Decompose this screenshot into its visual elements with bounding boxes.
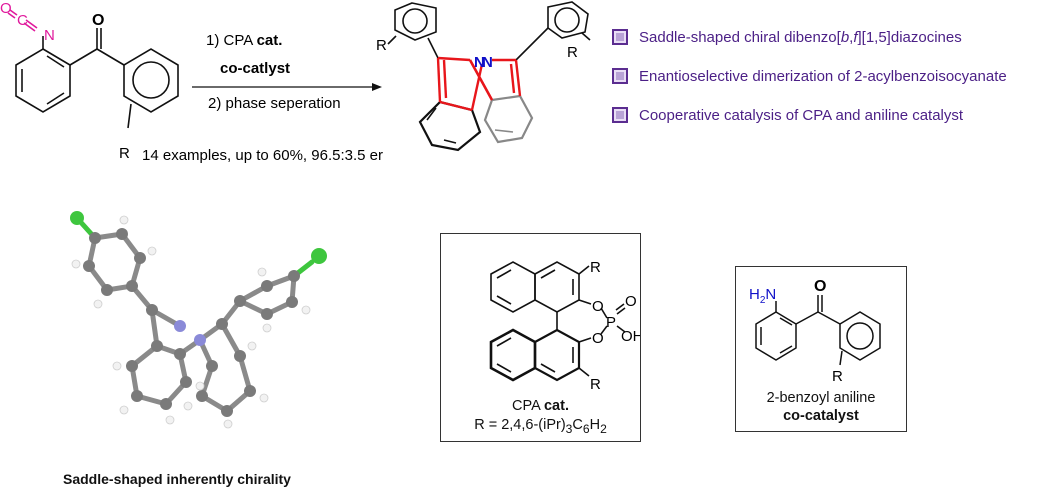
- crystal-caption: Saddle-shaped inherently chirality: [63, 471, 291, 487]
- crystal-structure-image: [62, 206, 348, 430]
- cocat-o-label: O: [814, 278, 826, 295]
- square-bullet-icon: [612, 107, 628, 123]
- cpa-oh-label: OH: [621, 328, 640, 345]
- cpa-p-label: P: [606, 314, 616, 331]
- carbonyl-o-label: O: [92, 12, 104, 29]
- isocyanate-o-label: O: [0, 0, 12, 17]
- highlight-text: Enantioselective dimerization of 2-acylb…: [639, 67, 1007, 85]
- isocyanate-n-label: N: [44, 27, 55, 44]
- starting-material: [7, 9, 179, 129]
- square-bullet-icon: [612, 29, 628, 45]
- highlight-text: Cooperative catalysis of CPA and aniline…: [639, 106, 964, 124]
- square-bullet-icon: [612, 68, 628, 84]
- product-n2-label: N: [482, 54, 493, 71]
- cpa-o-bottom-label: O: [592, 330, 604, 347]
- highlights-list: Saddle-shaped chiral dibenzo[b,f][1,5]di…: [612, 26, 1062, 143]
- cocatalyst-label: co-catlyst: [220, 60, 290, 77]
- cpa-r-definition: R = 2,4,6-(iPr)3C6H2: [474, 417, 607, 436]
- cpa-label: CPA cat.: [512, 398, 569, 414]
- cocat-role: co-catalyst: [783, 408, 859, 424]
- cpa-r-bottom-label: R: [590, 376, 601, 393]
- step2-label: 2) phase seperation: [208, 95, 341, 112]
- reaction-arrow: [192, 83, 382, 91]
- cpa-catalyst-box: R O P O OH O R CPA cat. R = 2,4,6-(iPr)3…: [440, 233, 641, 442]
- diazocine-core: [436, 56, 522, 112]
- reaction-scheme: N C O O R 1) CPA cat. co-catlyst 2) phas…: [0, 0, 591, 164]
- cocatalyst-box: H2N O R 2-benzoyl aniline co-catalyst: [735, 266, 907, 432]
- cpa-r-top-label: R: [590, 259, 601, 276]
- isocyanate-c-label: C: [17, 12, 28, 29]
- substituent-r-label: R: [119, 145, 130, 162]
- highlight-text: Saddle-shaped chiral dibenzo[b,f][1,5]di…: [639, 28, 962, 46]
- product: [387, 1, 591, 152]
- product-n1-label: N: [474, 54, 485, 71]
- cpa-o-top-label: O: [592, 298, 604, 315]
- cocat-name: 2-benzoyl aniline: [766, 390, 876, 406]
- summary-label: 14 examples, up to 60%, 96.5:3.5 er: [142, 147, 383, 164]
- cpa-o-double-label: O: [625, 293, 637, 310]
- highlight-item: Cooperative catalysis of CPA and aniline…: [612, 104, 1062, 126]
- step1-label: 1) CPA cat.: [206, 32, 282, 49]
- product-r-left-label: R: [376, 37, 387, 54]
- highlight-item: Enantioselective dimerization of 2-acylb…: [612, 65, 1062, 87]
- highlight-item: Saddle-shaped chiral dibenzo[b,f][1,5]di…: [612, 26, 1062, 48]
- cocat-r-label: R: [832, 368, 843, 385]
- product-r-right-label: R: [567, 44, 578, 61]
- amine-label: H2N: [749, 286, 776, 306]
